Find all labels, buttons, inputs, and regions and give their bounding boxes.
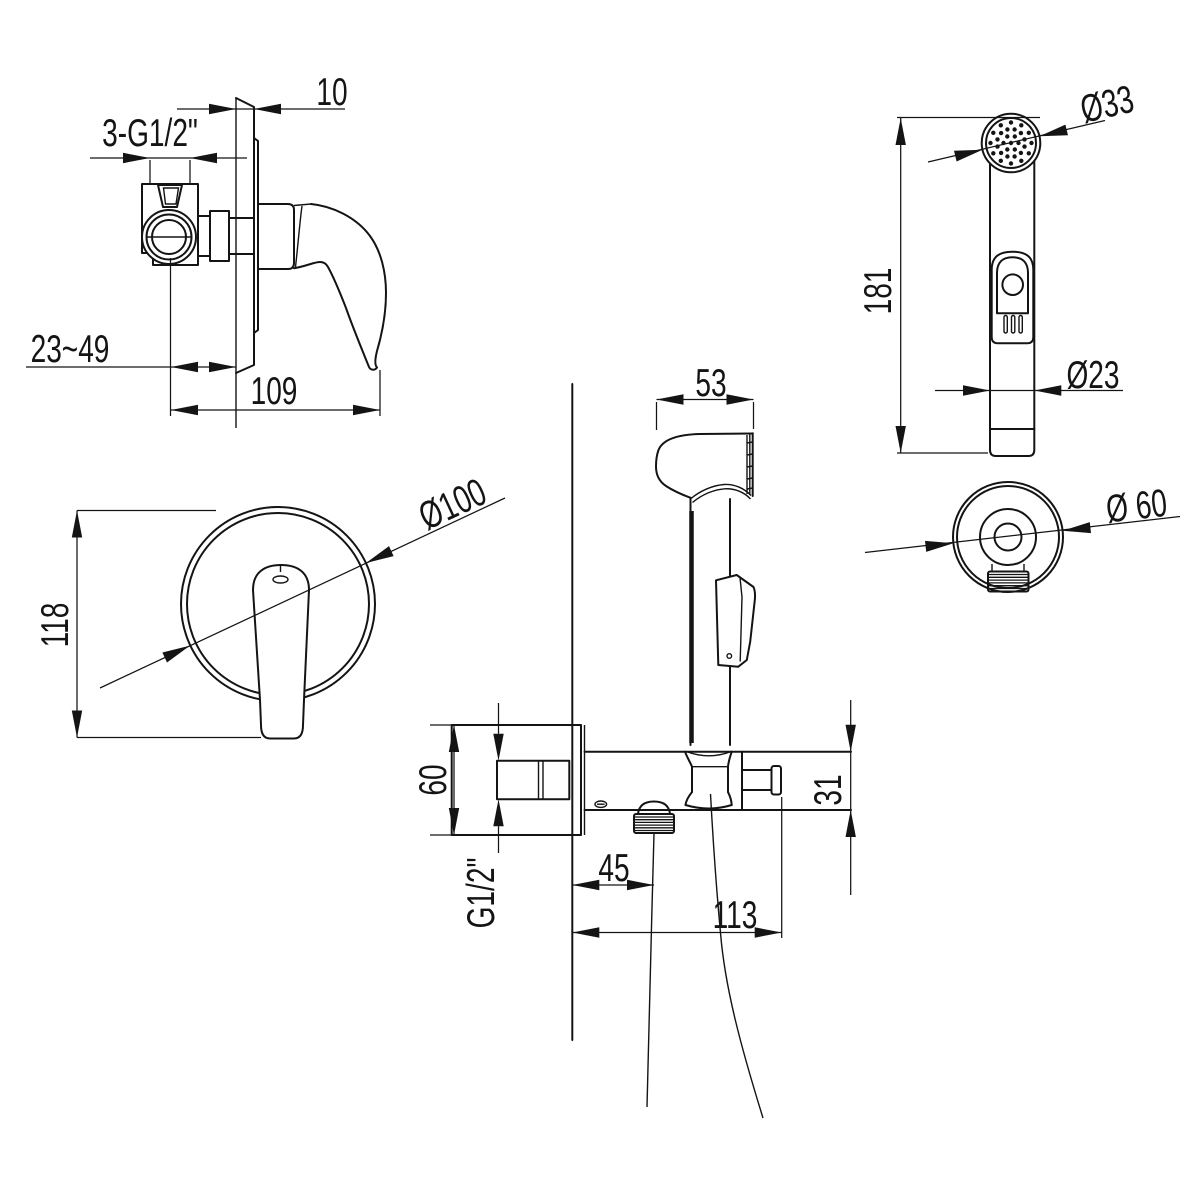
- holder-cup: [684, 750, 733, 810]
- dim-head-width: 53: [695, 362, 726, 406]
- hose-thread-outlet: [633, 800, 675, 834]
- supply-hole: [993, 522, 1023, 552]
- dim-front-height: 118: [34, 603, 78, 648]
- cartridge-stem: [157, 184, 183, 208]
- view-sprayer-side: 53: [655, 362, 757, 746]
- dim-plate-thickness: 10: [316, 71, 347, 115]
- set-screw: [594, 800, 608, 809]
- trigger-side: [715, 574, 757, 668]
- dims-sprayer-side: 53: [655, 362, 755, 430]
- trim-plate-section: [235, 97, 259, 428]
- dim-sprayer-length: 181: [857, 268, 901, 315]
- trigger-button: [1001, 273, 1025, 297]
- dim-thread-size: G1/2": [460, 858, 504, 929]
- dim-projection: 109: [251, 370, 298, 414]
- lever-handle-side: [293, 203, 387, 371]
- dim-connections: 3-G1/2": [102, 112, 198, 156]
- dim-holder-diameter: Ø 60: [1104, 481, 1169, 531]
- sprayer-handle-side: [689, 496, 757, 746]
- thread-connector-front: [987, 564, 1030, 593]
- handle-end-cap: [989, 428, 1036, 457]
- spray-face-ribs: [746, 441, 753, 490]
- dims-sprayer-front: Ø33 181 Ø23: [857, 77, 1138, 454]
- dim-handle-diameter: Ø23: [1066, 354, 1119, 398]
- trigger-front: [990, 250, 1035, 345]
- hose-swivel-knob: [741, 765, 782, 796]
- dim-outlet-offset: 45: [598, 847, 629, 891]
- dims-mixer-side: 10 3-G1/2" 23~49 109: [26, 71, 381, 416]
- handle-cap-detail: [272, 575, 289, 584]
- dims-bracket-front: Ø 60: [864, 481, 1181, 554]
- lever-handle-front: [252, 564, 310, 740]
- shower-hose: [646, 793, 764, 1119]
- escutcheon-cup-side: [257, 203, 295, 270]
- supply-pipe-section: [496, 759, 571, 801]
- concealed-bracket-plate: [450, 724, 586, 836]
- view-mixer-side: 10 3-G1/2" 23~49 109: [26, 71, 387, 428]
- dims-bracket-side: 60 G1/2" 45 113 31: [412, 700, 856, 938]
- holder-arm: [583, 750, 852, 834]
- view-bracket-side: 60 G1/2" 45 113 31: [412, 700, 856, 1119]
- dim-plate-height: 60: [412, 764, 456, 795]
- dim-depth-range: 23~49: [31, 328, 110, 372]
- valve-body: [141, 183, 255, 266]
- sprayer-head-side: [655, 432, 754, 504]
- view-sprayer-front: Ø33 181 Ø23: [857, 77, 1138, 457]
- view-bracket-front: Ø 60: [864, 481, 1181, 593]
- dim-arm-height: 31: [807, 774, 851, 805]
- dim-reach: 113: [713, 894, 758, 938]
